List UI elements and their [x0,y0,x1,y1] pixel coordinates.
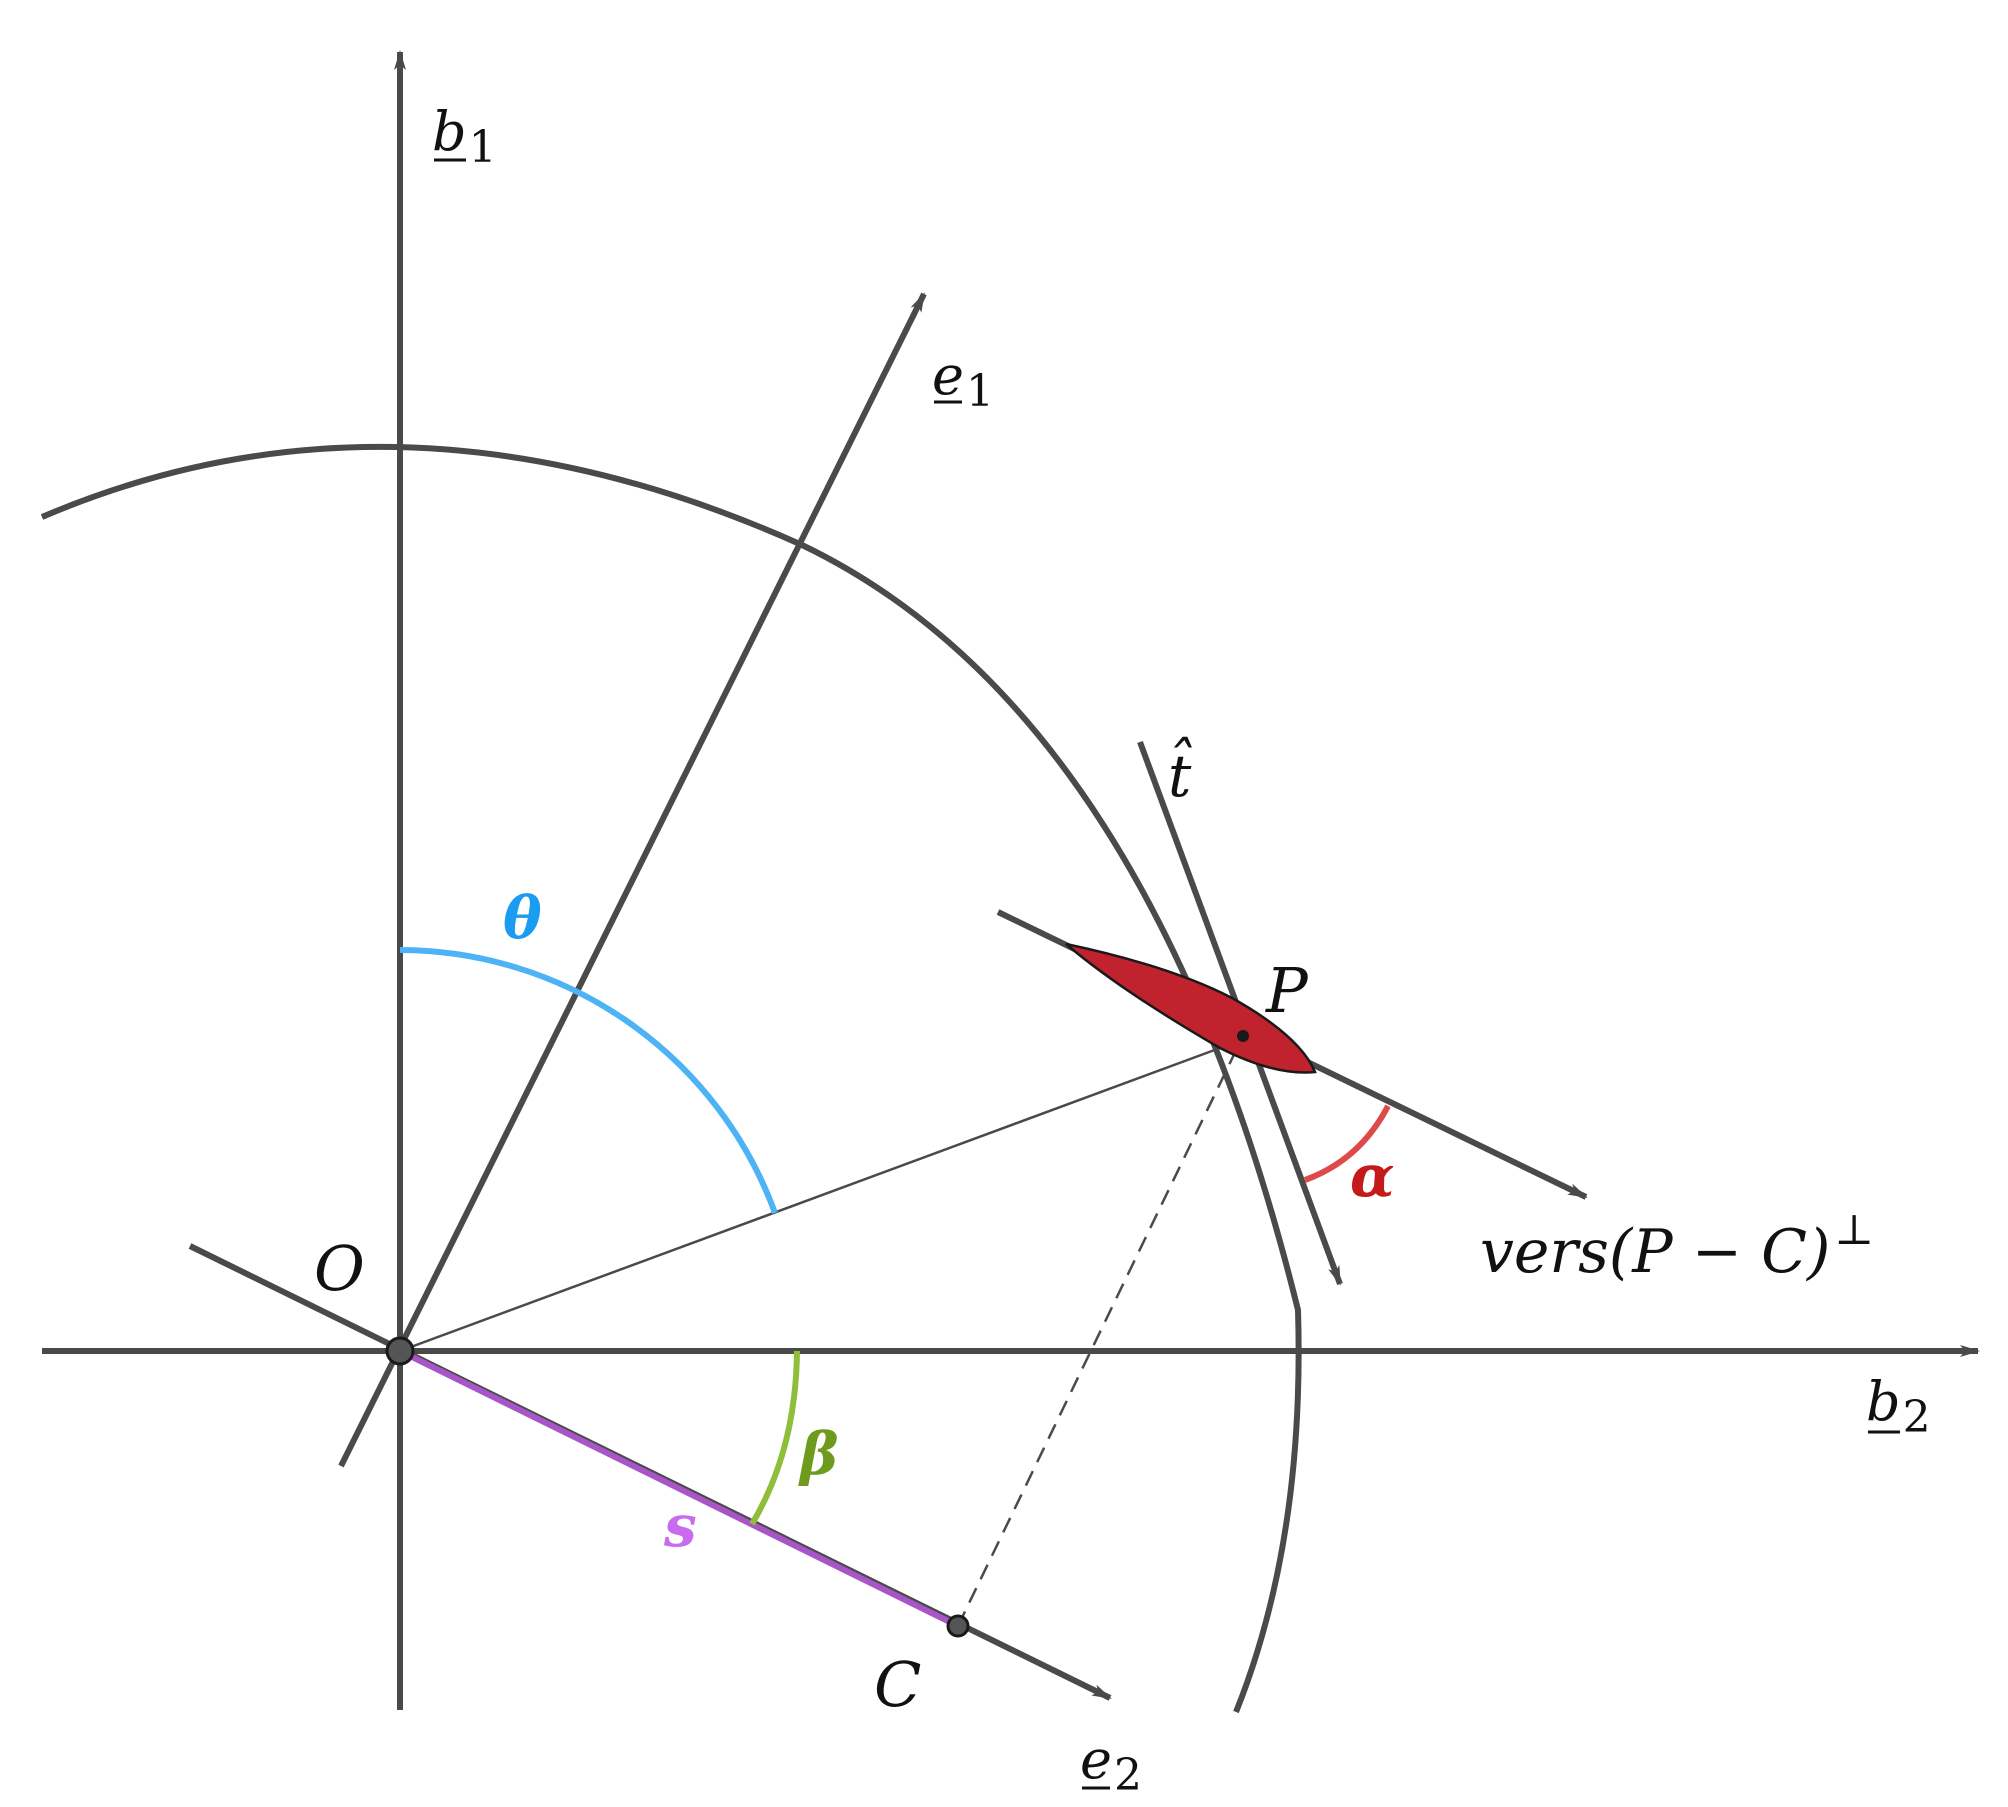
label-e2: e2 [1080,1728,1142,1801]
reference-arc [40,443,1302,1714]
alpha-arc [1303,1104,1391,1183]
label-b2: b2 [1866,1370,1931,1443]
label-e1: e1 [932,344,994,417]
line-o-p [399,1046,1221,1353]
label-beta: β [798,1420,839,1488]
label-p: P [1265,954,1309,1027]
label-b1: b1 [432,100,497,173]
axis-e1 [338,292,927,1468]
label-t-hat: t̂ [1168,736,1192,810]
point-o [385,1336,415,1366]
label-c: C [874,1648,921,1721]
label-o: O [314,1232,365,1305]
point-p [1237,1030,1249,1042]
point-c [946,1614,970,1638]
label-s: s [663,1492,697,1560]
label-vers-perp: vers(P − C)⊥ [1480,1205,1874,1287]
label-theta: θ [503,884,542,952]
beta-arc [749,1350,800,1526]
dashed-c-p [956,1035,1245,1627]
segment-s [398,1348,960,1629]
blade-shape [1065,942,1317,1074]
label-alpha: α [1350,1142,1395,1210]
theta-arc [399,947,778,1215]
